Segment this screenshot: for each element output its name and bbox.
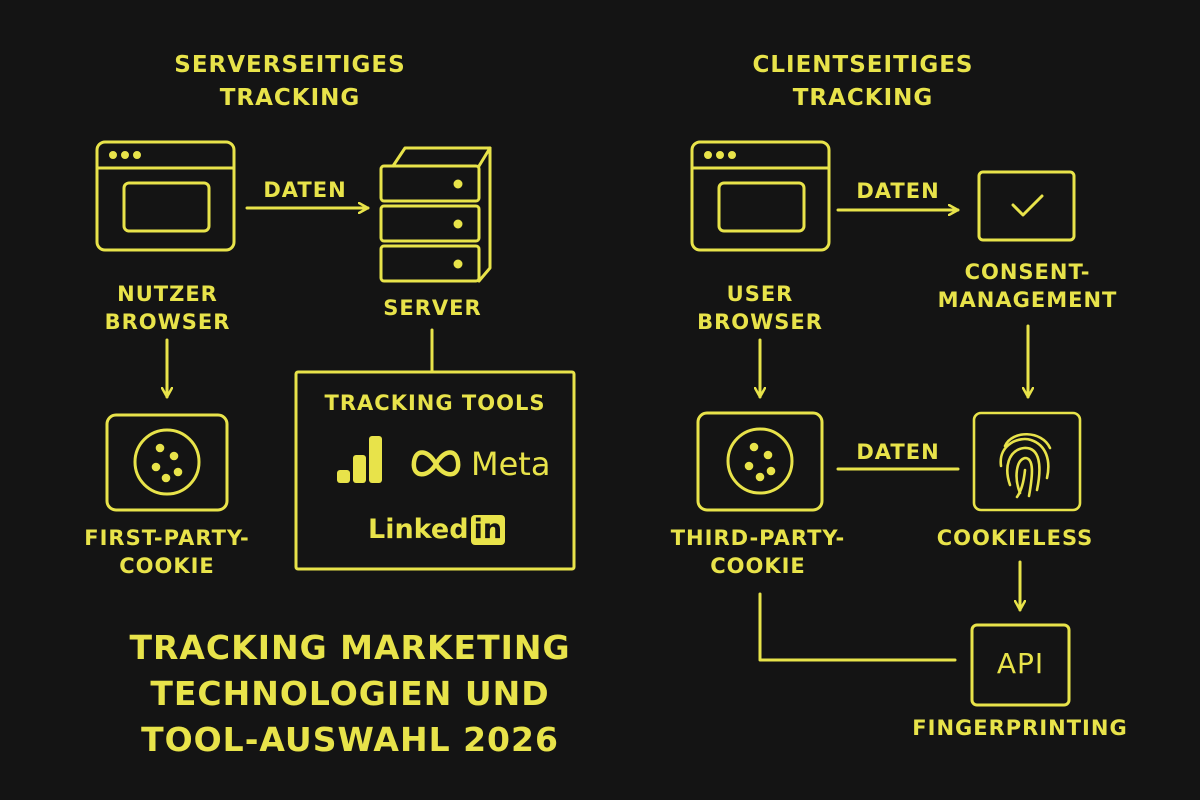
label-line: USER (726, 282, 794, 306)
label-line: THIRD-PARTY- (670, 526, 846, 550)
tracking-tools-box (294, 370, 576, 571)
right-heading-line: CLIENTSEITIGES (752, 52, 974, 78)
first-party-cookie-label: FIRST-PARTY- COOKIE (62, 524, 272, 580)
left-edge-label: DATEN (263, 178, 347, 202)
right-edge-label-top: DATEN (856, 179, 940, 203)
server-stack-icon (379, 146, 492, 283)
label-line: NUTZER (117, 282, 218, 306)
cookie-icon (105, 413, 229, 512)
label-line: COOKIE (710, 554, 806, 578)
api-label: API (996, 647, 1045, 680)
cookie-icon (696, 411, 824, 512)
right-heading-line: TRACKING (792, 85, 934, 111)
title-line: TRACKING MARKETING (129, 628, 571, 667)
nutzer-browser-label: NUTZER BROWSER (80, 280, 255, 336)
browser-window-icon (690, 140, 831, 252)
left-heading: SERVERSEITIGES TRACKING (140, 49, 440, 115)
consent-check-icon (977, 170, 1076, 242)
analytics-bar-icon (337, 436, 382, 483)
meta-logo-icon (411, 450, 461, 477)
right-edge-label-mid: DATEN (856, 440, 940, 464)
left-heading-line: TRACKING (219, 85, 361, 111)
page-title: TRACKING MARKETING TECHNOLOGIEN UND TOOL… (100, 625, 600, 763)
meta-logo-label: Meta (471, 445, 551, 483)
api-box (970, 623, 1071, 707)
left-heading-line: SERVERSEITIGES (174, 52, 406, 78)
right-heading: CLIENTSEITIGES TRACKING (713, 49, 1013, 115)
cookieless-label: COOKIELESS (936, 526, 1094, 550)
fingerprinting-label: FINGERPRINTING (912, 716, 1128, 740)
label-line: BROWSER (697, 310, 823, 334)
title-line: TECHNOLOGIEN UND (150, 674, 550, 713)
linkedin-wordmark: Linked (368, 514, 469, 545)
consent-management-label: CONSENT- MANAGEMENT (930, 258, 1125, 314)
tracking-tools-heading: TRACKING TOOLS (324, 391, 546, 415)
fingerprint-icon (972, 411, 1082, 512)
title-line: TOOL-AUSWAHL 2026 (141, 720, 559, 759)
linkedin-badge-icon: in (470, 515, 506, 545)
label-line: CONSENT- (964, 260, 1091, 284)
label-line: FIRST-PARTY- (84, 526, 250, 550)
label-line: MANAGEMENT (937, 288, 1118, 312)
connector-cookie-to-api (758, 592, 957, 662)
server-label: SERVER (383, 296, 482, 320)
label-line: COOKIE (119, 554, 215, 578)
browser-window-icon (95, 140, 236, 252)
label-line: BROWSER (104, 310, 231, 334)
third-party-cookie-label: THIRD-PARTY- COOKIE (658, 524, 858, 580)
user-browser-label: USER BROWSER (675, 280, 845, 336)
